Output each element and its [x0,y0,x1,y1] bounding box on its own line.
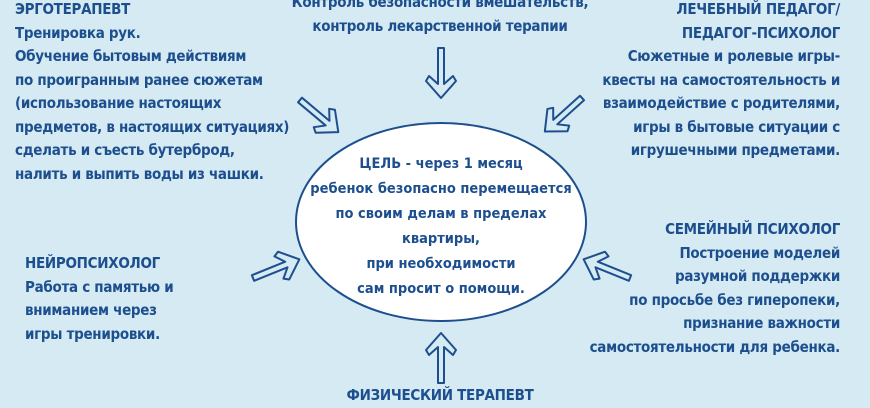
arrow-down-left-icon [533,85,594,144]
physiotherapist-block: ФИЗИЧЕСКИЙ ТЕРАПЕВТ [290,384,590,408]
block-line: Обучение бытовым действиям [15,47,247,65]
goal-line: по своим делам в пределах квартиры, [335,206,547,247]
block-line: игры тренировки. [25,324,160,343]
block-line: Тренировка рук. [15,23,141,42]
block-title: ЭРГОТЕРАПЕВТ [15,0,131,18]
block-title: СЕМЕЙНЫЙ ПСИХОЛОГ [665,220,840,238]
goal-ellipse [295,122,587,322]
goal-text: ЦЕЛЬ - через 1 месяц ребенок безопасно п… [296,152,586,302]
block-line: игры в бытовые ситуации с [633,117,840,136]
goal-line: ребенок безопасно перемещается [310,181,572,197]
block-line: Работа с памятью и [25,277,174,296]
ergotherapist-block: ЭРГОТЕРАПЕВТ Тренировка рук. Обучение бы… [15,0,289,186]
block-line: (использование настоящих [15,94,222,112]
block-line: по проигранным ранее сюжетам [15,70,263,89]
goal-line: сам просит о помощи. [357,281,525,297]
goal-line: при необходимости [366,256,516,272]
block-line: самостоятельности для ребенка. [589,337,841,356]
block-line: игрушечными предметами. [630,141,841,159]
block-line: разумной поддержки [674,267,840,285]
pedagogue-block: ЛЕЧЕБНЫЙ ПЕДАГОГ/ ПЕДАГОГ-ПСИХОЛОГ Сюжет… [602,0,840,163]
block-line: вниманием через [25,301,157,319]
block-line: Построение моделей [679,243,840,262]
top-line: контроль лекарственной терапии [312,16,568,35]
top-block: Контроль безопасности вмешательств, конт… [270,0,610,38]
top-line: Контроль безопасности вмешательств, [291,0,589,11]
block-title: ПЕДАГОГ-ПСИХОЛОГ [681,23,840,42]
arrow-up-icon [425,332,457,384]
block-line: квесты на самостоятельность и [602,70,840,89]
arrow-down-right-icon [289,87,349,145]
neuropsychologist-block: НЕЙРОПСИХОЛОГ Работа с памятью и внимани… [25,252,174,346]
block-line: признание важности [683,314,840,332]
block-line: Сюжетные и ролевые игры- [627,47,841,65]
block-title: ФИЗИЧЕСКИЙ ТЕРАПЕВТ [346,386,534,404]
block-line: налить и выпить воды из чашки. [15,164,264,183]
goal-line: ЦЕЛЬ - через 1 месяц [359,156,523,172]
block-title: ЛЕЧЕБНЫЙ ПЕДАГОГ/ [676,0,840,18]
family-psychologist-block: СЕМЕЙНЫЙ ПСИХОЛОГ Построение моделей раз… [589,218,841,359]
block-line: взаимодействие с родителями, [602,94,840,112]
arrow-down-icon [425,47,457,99]
block-line: по просьбе без гиперопеки, [629,290,840,309]
block-title: НЕЙРОПСИХОЛОГ [25,254,160,272]
block-line: предметов, в настоящих ситуациях) [15,117,290,136]
block-line: сделать и съесть бутерброд, [15,141,235,159]
